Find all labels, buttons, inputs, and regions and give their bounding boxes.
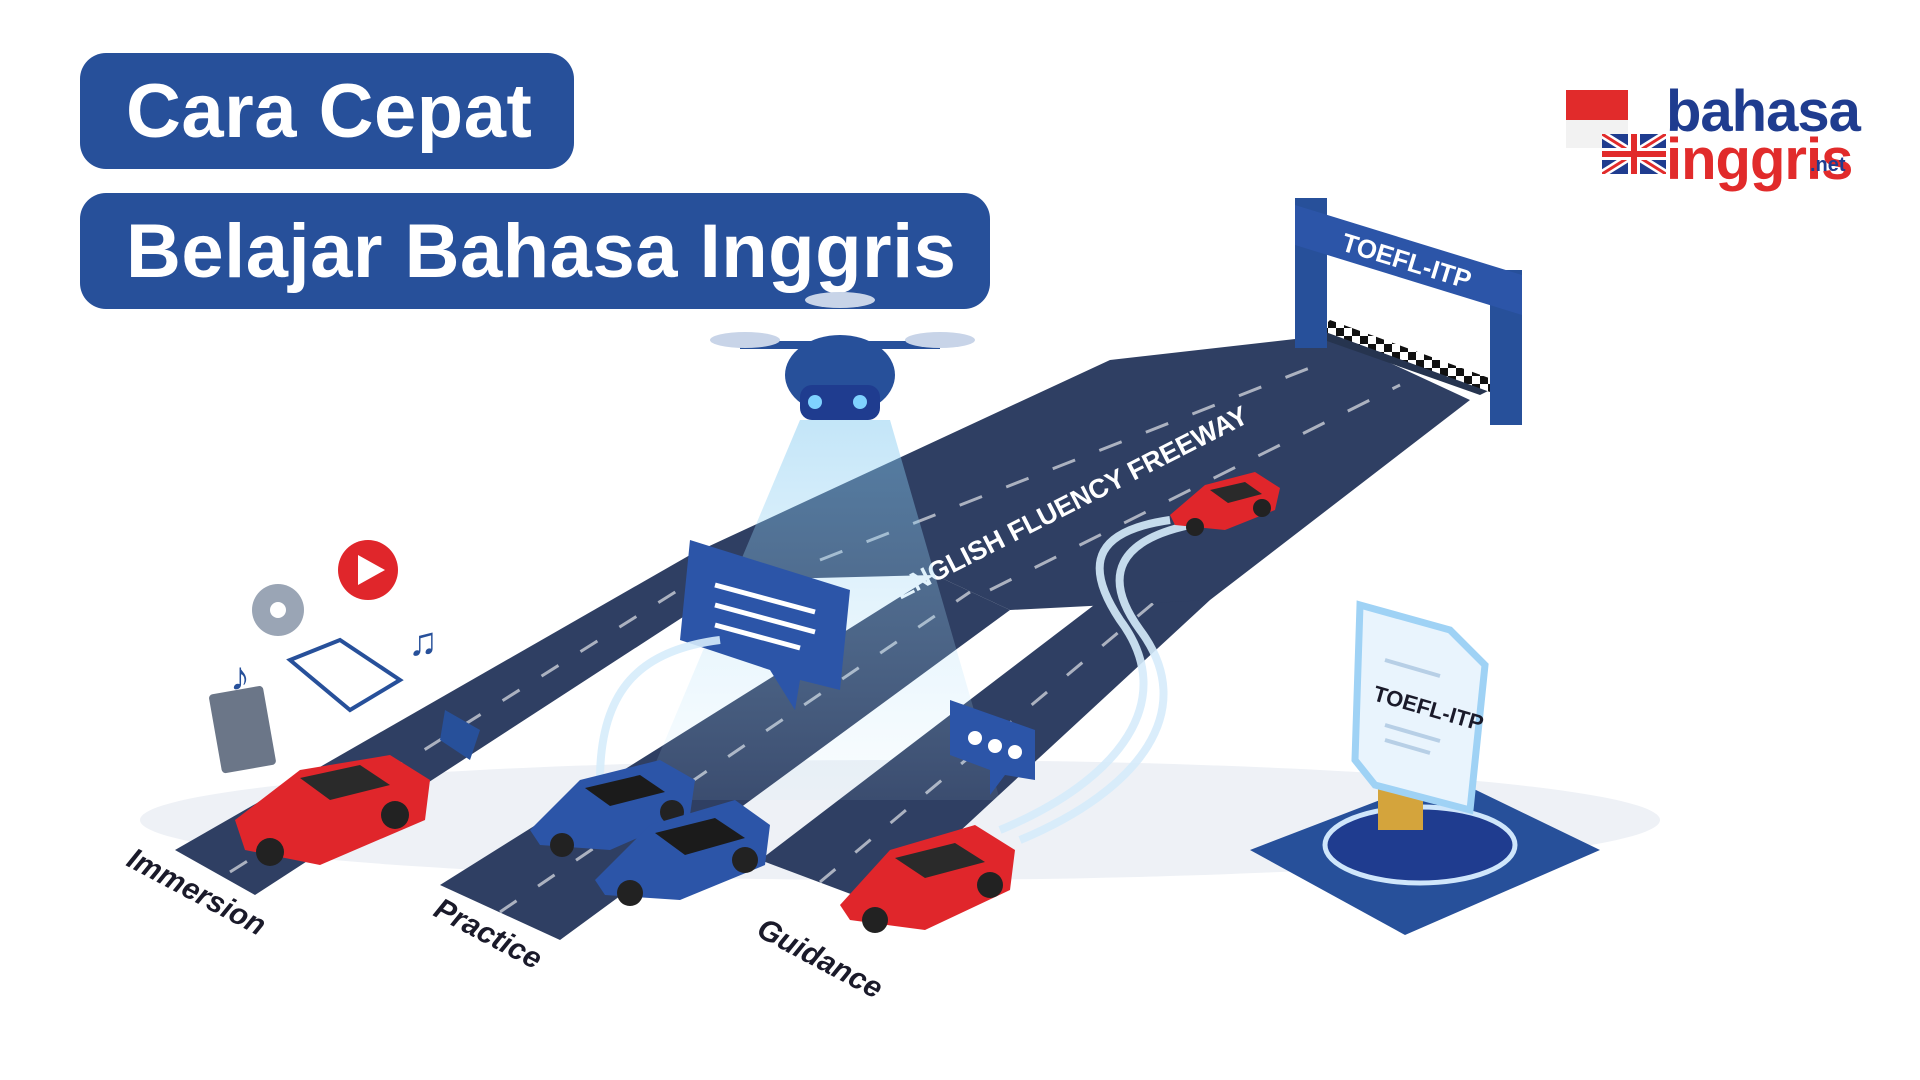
title-line-2: Belajar Bahasa Inggris — [80, 193, 990, 309]
music-note-icon: ♪ — [230, 655, 250, 699]
brand-logo: bahasa inggris .net — [1562, 79, 1862, 192]
car-guidance — [840, 825, 1015, 933]
light-trails — [596, 516, 1191, 844]
car-practice-2 — [595, 800, 770, 906]
book-icon — [286, 637, 404, 713]
title-line-1: Cara Cepat — [80, 53, 574, 169]
logo-domain-suffix: .net — [1810, 154, 1846, 176]
film-strip-icon — [209, 686, 276, 774]
flag-red-stripe — [1566, 90, 1628, 120]
certificate-pedestal: TOEFL-ITP — [1250, 600, 1600, 935]
finish-gate-label: TOEFL-ITP — [1338, 227, 1475, 295]
learning-items: ♪ ♫ — [209, 540, 480, 774]
speech-bubble-icon — [680, 540, 850, 710]
music-note-icon-2: ♫ — [408, 620, 438, 664]
logo-word-bahasa: bahasa — [1666, 79, 1861, 144]
certificate-card: TOEFL-ITP — [1351, 600, 1489, 815]
car-immersion — [235, 755, 430, 866]
chat-dots-icon — [950, 700, 1035, 795]
speaker-icon — [440, 710, 480, 760]
uk-flag-icon — [1602, 134, 1666, 174]
logo-word-inggris: inggris — [1666, 127, 1853, 192]
car-leading — [1170, 472, 1280, 536]
